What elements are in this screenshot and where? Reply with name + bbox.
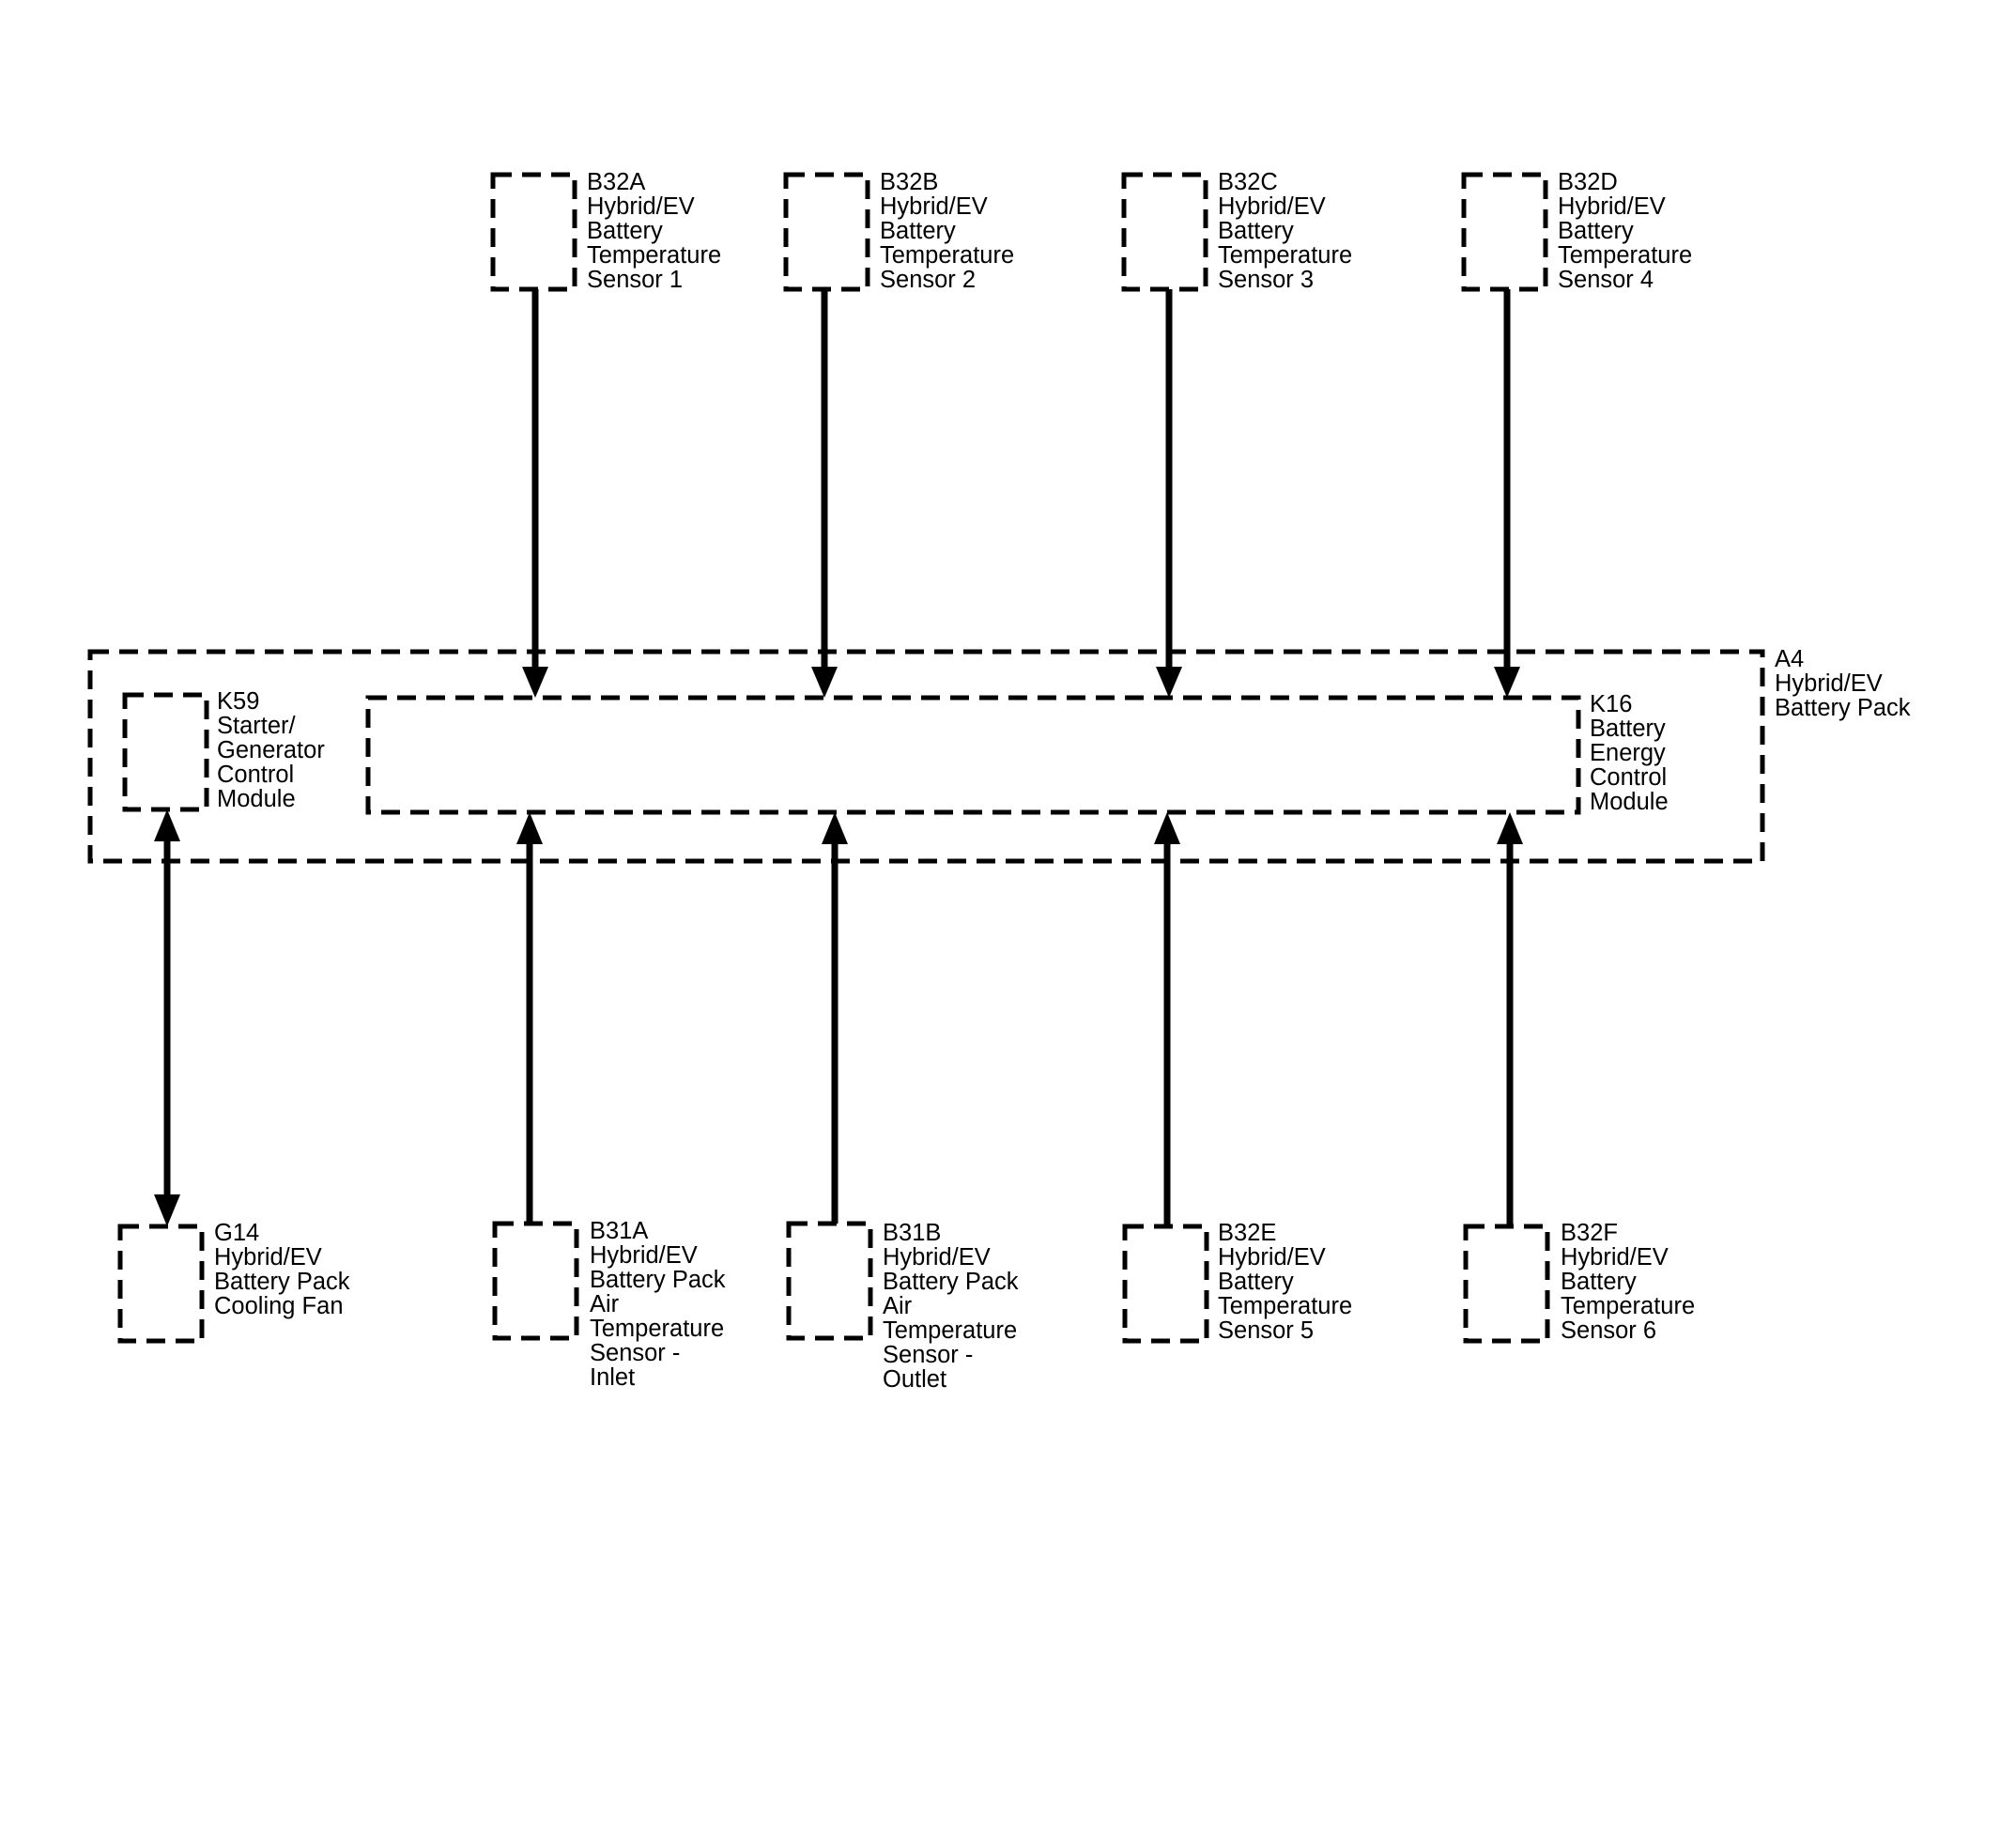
b32f-sensor-box [1463,1224,1550,1344]
label-line: Temperature [1218,242,1352,269]
label-line: Sensor - [883,1342,973,1368]
arrow-b32e [1154,812,1180,844]
label-line: B32E [1218,1220,1276,1246]
label-line: B32F [1561,1220,1618,1246]
label-line: B31A [590,1218,648,1244]
label-line: A4 [1775,646,1804,672]
label-line: Hybrid/EV [1775,670,1883,697]
label-line: Starter/ [217,713,297,739]
label-b31b: B31B Hybrid/EV Battery Pack Air Temperat… [883,1220,1025,1393]
label-line: Temperature [1561,1293,1695,1319]
arrow-g14-down [154,1194,180,1226]
label-line: Module [217,786,296,812]
label-line: Battery [1558,218,1634,244]
label-line: Module [1590,789,1669,815]
label-line: Temperature [883,1317,1017,1344]
k16-module-box [365,695,1581,815]
label-line: Sensor 2 [880,267,976,293]
label-line: Battery [1590,716,1666,742]
label-line: Hybrid/EV [880,193,988,220]
label-k16: K16 Battery Energy Control Module [1590,691,1673,815]
label-line: Battery Pack [883,1269,1019,1295]
b31b-sensor-box [786,1221,873,1341]
label-line: Hybrid/EV [1561,1244,1669,1270]
b32e-sensor-box [1122,1224,1209,1344]
label-line: Battery [880,218,956,244]
k59-module-box [122,692,209,812]
label-line: Inlet [590,1364,635,1391]
label-b32d: B32D Hybrid/EV Battery Temperature Senso… [1558,169,1699,293]
label-line: Temperature [1218,1293,1352,1319]
g14-fan-box [117,1224,205,1344]
label-line: B31B [883,1220,941,1246]
label-line: Air [883,1293,913,1319]
label-b32c: B32C Hybrid/EV Battery Temperature Senso… [1218,169,1359,293]
arrow-b32b [811,667,838,698]
label-line: G14 [214,1220,259,1246]
label-line: B32C [1218,169,1278,195]
arrow-b32c [1156,667,1182,698]
label-line: Sensor 3 [1218,267,1314,293]
label-line: Temperature [880,242,1014,269]
label-k59: K59 Starter/ Generator Control Module [217,688,331,812]
label-line: Battery [1561,1269,1637,1295]
label-line: Cooling Fan [214,1293,344,1319]
label-line: Sensor 6 [1561,1317,1656,1344]
label-line: Hybrid/EV [590,1242,698,1269]
label-line: Battery [1218,218,1294,244]
label-line: Hybrid/EV [1218,1244,1326,1270]
label-line: Hybrid/EV [883,1244,991,1270]
b31a-sensor-box [492,1221,579,1341]
label-line: Sensor 1 [587,267,683,293]
arrow-b31a [516,812,543,844]
label-line: Battery [587,218,663,244]
label-line: K16 [1590,691,1632,717]
label-a4: A4 Hybrid/EV Battery Pack [1775,646,1911,721]
label-line: Air [590,1291,620,1317]
arrow-b32d [1494,667,1520,698]
label-line: Generator [217,737,325,763]
label-line: Temperature [590,1316,724,1342]
label-line: Sensor 4 [1558,267,1654,293]
label-line: Hybrid/EV [1558,193,1666,220]
label-line: Sensor 5 [1218,1317,1314,1344]
label-line: Control [217,762,294,788]
label-b32b: B32B Hybrid/EV Battery Temperature Senso… [880,169,1021,293]
label-line: B32A [587,169,645,195]
b32d-sensor-box [1461,172,1548,292]
label-line: Hybrid/EV [214,1244,322,1270]
label-line: Battery Pack [1775,695,1911,721]
label-line: Temperature [1558,242,1692,269]
b32a-sensor-box [490,172,577,292]
label-line: Battery [1218,1269,1294,1295]
label-line: Temperature [587,242,721,269]
label-line: Sensor - [590,1340,680,1366]
label-line: Outlet [883,1366,946,1393]
label-line: B32B [880,169,938,195]
label-g14: G14 Hybrid/EV Battery Pack Cooling Fan [214,1220,357,1319]
label-b32e: B32E Hybrid/EV Battery Temperature Senso… [1218,1220,1359,1344]
label-b32a: B32A Hybrid/EV Battery Temperature Senso… [587,169,728,293]
arrow-b31b [822,812,848,844]
arrow-b32a [522,667,548,698]
label-line: Control [1590,764,1667,791]
arrow-b32f [1497,812,1523,844]
label-line: B32D [1558,169,1618,195]
label-line: Battery Pack [214,1269,350,1295]
label-line: K59 [217,688,259,715]
label-line: Hybrid/EV [587,193,695,220]
b32b-sensor-box [783,172,870,292]
label-line: Hybrid/EV [1218,193,1326,220]
label-b32f: B32F Hybrid/EV Battery Temperature Senso… [1561,1220,1701,1344]
battery-pack-a4-boundary [87,649,1765,864]
label-line: Energy [1590,740,1666,766]
label-line: Battery Pack [590,1267,726,1293]
b32c-sensor-box [1121,172,1208,292]
label-b31a: B31A Hybrid/EV Battery Pack Air Temperat… [590,1218,732,1391]
arrow-g14-up [154,809,180,841]
